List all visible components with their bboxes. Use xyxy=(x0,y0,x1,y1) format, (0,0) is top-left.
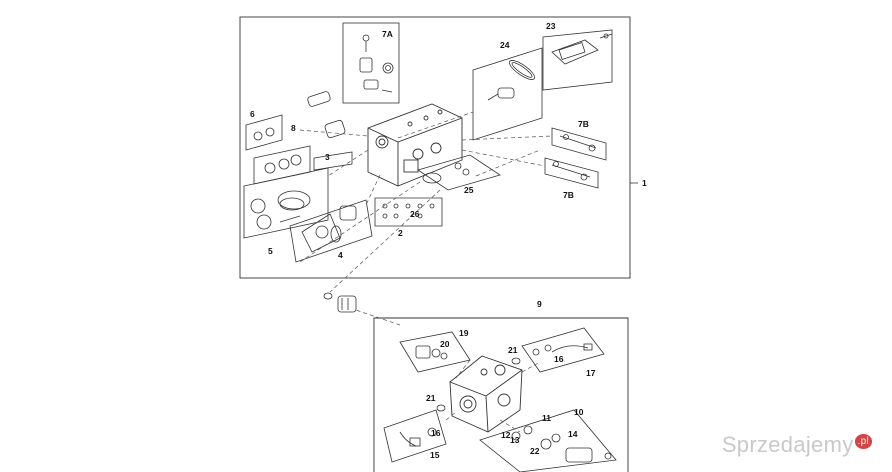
callout-1: 1 xyxy=(642,178,647,188)
kit-7b-top-box xyxy=(551,127,607,161)
callout-2: 2 xyxy=(398,228,403,238)
callout-7a: 7A xyxy=(382,29,393,39)
kit-15-box xyxy=(383,409,447,463)
callout-14: 14 xyxy=(568,429,578,439)
callout-10: 10 xyxy=(574,407,584,417)
callout-21b: 21 xyxy=(426,393,436,403)
callout-16b: 16 xyxy=(431,428,441,438)
callout-7b-bottom: 7B xyxy=(563,190,574,200)
kit-25-box xyxy=(417,154,501,191)
kit-19-box xyxy=(399,331,471,373)
valve-body xyxy=(367,103,463,187)
callout-24: 24 xyxy=(500,40,510,50)
pump-body xyxy=(449,355,523,433)
kit-10-box xyxy=(479,409,617,472)
o-rings-21 xyxy=(436,357,521,412)
kit-4-box xyxy=(289,199,373,263)
callout-labels: 1 2 3 4 5 6 7A 7B 7B 8 9 10 11 12 13 14 … xyxy=(250,21,647,460)
callout-5: 5 xyxy=(268,246,273,256)
kit-7a-box xyxy=(342,22,400,104)
callout-7b-top: 7B xyxy=(578,119,589,129)
callout-11: 11 xyxy=(542,413,551,423)
callout-6: 6 xyxy=(250,109,255,119)
callout-20: 20 xyxy=(440,339,450,349)
callout-19: 19 xyxy=(459,328,469,338)
callout-13: 13 xyxy=(510,435,520,445)
callout-17: 17 xyxy=(586,368,596,378)
connecting-fitting xyxy=(323,292,357,313)
callout-3: 3 xyxy=(325,152,330,162)
callout-8: 8 xyxy=(291,123,296,133)
callout-4: 4 xyxy=(338,250,343,260)
watermark-suffix: .pl xyxy=(854,433,872,449)
kit-7b-bottom-box xyxy=(544,157,599,189)
callout-21a: 21 xyxy=(508,345,518,355)
watermark-brand: Sprzedajemy xyxy=(721,432,854,457)
callout-23: 23 xyxy=(546,21,556,31)
callout-22: 22 xyxy=(530,446,540,456)
upper-assembly-frame xyxy=(239,16,631,279)
lower-assembly-frame xyxy=(373,317,629,472)
kit-6-box xyxy=(245,114,283,151)
kit-17-box xyxy=(521,327,605,373)
callout-12: 12 xyxy=(501,430,511,440)
watermark-logo: Sprzedajemy.pl xyxy=(722,432,872,458)
upper-leader-lines xyxy=(299,111,553,263)
kit-2-box xyxy=(374,197,443,227)
lower-leader-lines xyxy=(445,359,541,433)
link-lines xyxy=(329,189,441,326)
kit-5-box xyxy=(243,167,329,239)
callout-9: 9 xyxy=(537,299,542,309)
callout-15: 15 xyxy=(430,450,440,460)
spool-parts xyxy=(307,91,353,171)
kit-24-box xyxy=(472,47,543,141)
callout-26: 26 xyxy=(410,209,420,219)
kit-8-box xyxy=(253,145,311,185)
callout-25: 25 xyxy=(464,185,474,195)
callout-16a: 16 xyxy=(554,354,564,364)
kit-23-box xyxy=(542,29,613,91)
